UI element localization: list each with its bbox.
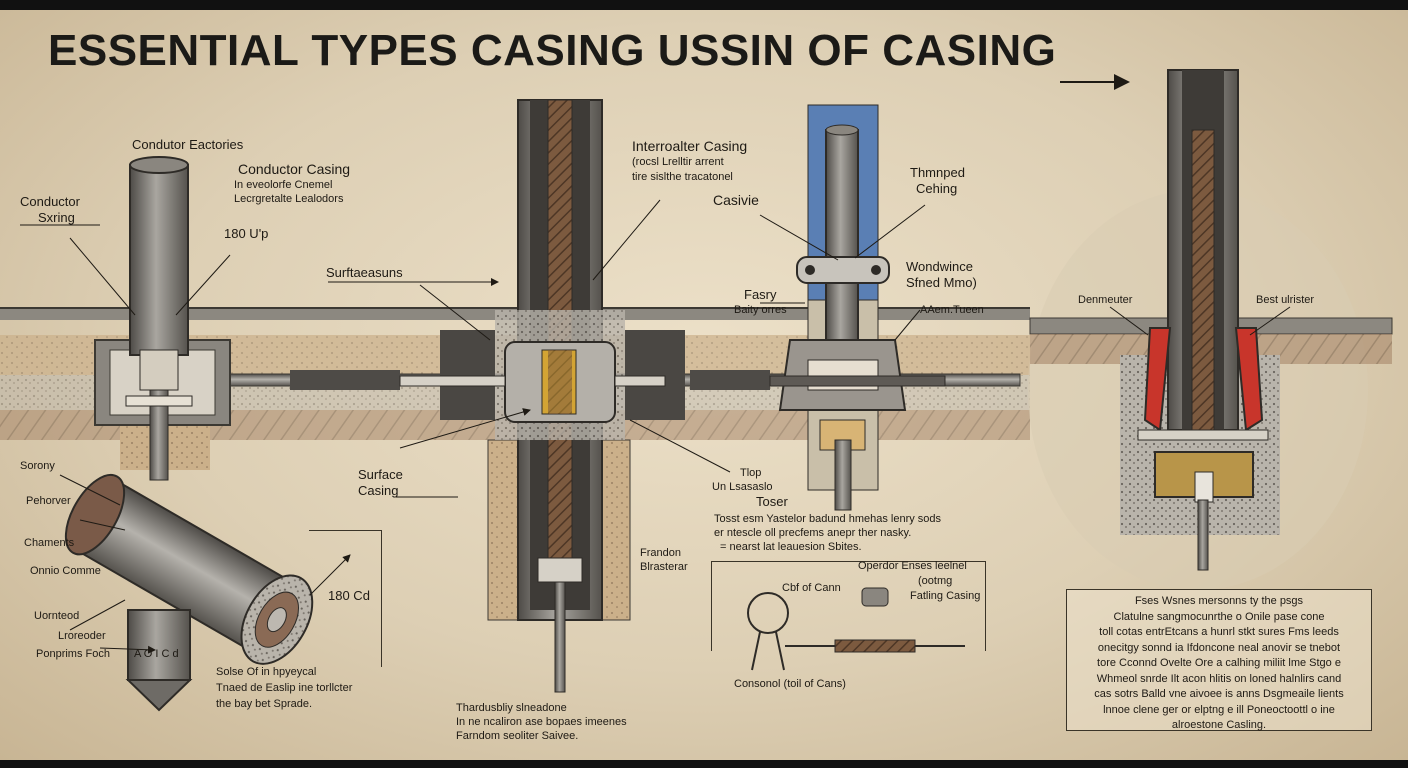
label-aoicd: A O I C d bbox=[134, 648, 179, 660]
label-cbf-of-cann: Cbf of Cann bbox=[782, 582, 841, 594]
label-conductor-casing-sub1: In eveolorfe Cnemel bbox=[234, 179, 333, 191]
label-fasry-1: Fasry bbox=[744, 287, 777, 302]
label-frandon-2: Blrasterar bbox=[640, 561, 688, 573]
label-surface-casing-2: Casing bbox=[358, 483, 399, 498]
note-line: onecitgy sonnd ia Ifdoncone neal anovir … bbox=[1097, 641, 1341, 654]
note-line: Clatulne sangmocunrthe o Onile pase cone bbox=[1113, 610, 1325, 623]
label-chaments: Chaments bbox=[24, 537, 75, 549]
label-solse-3: the bay bet Sprade. bbox=[216, 698, 313, 710]
label-operdor-2: (ootmg bbox=[918, 575, 953, 587]
label-intermediate-casing: Interroalter Casing bbox=[632, 138, 748, 154]
label-frandon-1: Frandon bbox=[640, 547, 681, 559]
note-line: cas sotrs Balld vne aivoee is anns Dsgme… bbox=[1094, 688, 1344, 700]
label-up-180: 180 U'p bbox=[224, 226, 269, 241]
page-title: ESSENTIAL TYPES CASING USSIN OF CASING bbox=[48, 26, 1057, 75]
inset-frame-left bbox=[309, 530, 382, 667]
note-line: alroestone Casling. bbox=[1171, 719, 1267, 731]
note-line: Whmeol snrde Ilt acon hlitis on loned ha… bbox=[1096, 672, 1342, 685]
label-surftaeasuns: Surftaeasuns bbox=[326, 265, 403, 280]
label-ponprims-foch: Ponprims Foch bbox=[36, 648, 110, 660]
note-line: lnnoe clene ger or elptng e ill Poneocto… bbox=[1103, 703, 1335, 716]
label-180-cd: 180 Cd bbox=[328, 588, 370, 603]
label-uornteod: Uornteod bbox=[34, 610, 80, 622]
label-conductor-string-1: Conductor bbox=[20, 194, 80, 209]
label-toser: Toser bbox=[756, 494, 788, 509]
label-conductor-eactories: Condutor Eactories bbox=[132, 137, 244, 152]
inset-frame-tools bbox=[711, 561, 986, 651]
label-fasry-2: Baity orres bbox=[734, 304, 787, 316]
label-thardusbliy-2: In ne ncaliron ase bopaes imeenes bbox=[456, 716, 627, 728]
label-denmeuter: Denmeuter bbox=[1078, 294, 1133, 306]
label-toser-desc-1: Tosst esm Yastelor badund hmehas lenry s… bbox=[714, 513, 942, 525]
label-conductor-string-2: Sxring bbox=[38, 210, 75, 225]
label-wondwince-2: Sfned Mmo) bbox=[906, 275, 977, 290]
note-line: tore Cconnd Ovelte Ore a calhing miliit … bbox=[1097, 657, 1341, 669]
label-lroreoder: Lroreoder bbox=[58, 630, 106, 642]
label-casivie: Casivie bbox=[713, 192, 759, 208]
label-tlop-1: Tlop bbox=[740, 467, 762, 479]
diagram-canvas: ESSENTIAL TYPES CASING USSIN OF CASING C… bbox=[0, 10, 1408, 760]
label-onnio-comme: Onnio Comme bbox=[30, 565, 101, 577]
casing-illustration bbox=[0, 69, 1393, 712]
label-operdor-1: Operdor Enses leelnel bbox=[858, 560, 967, 572]
label-toser-desc-2: er ntescle oll precfems anepr ther nasky… bbox=[714, 527, 912, 539]
label-intermediate-sub1: (rocsl Lrelltir arrent bbox=[632, 156, 724, 168]
label-intermediate-sub2: tire sislthe tracatonel bbox=[632, 171, 733, 183]
label-aaem-tueen: AAem.Tueen bbox=[920, 304, 984, 316]
label-thmnped-2: Cehing bbox=[916, 181, 958, 196]
label-solse-1: Solse Of in hpyeycal bbox=[216, 666, 317, 678]
label-thardusbliy-3: Farndom seoliter Saivee. bbox=[456, 730, 579, 742]
label-consonol: Consonol (toil of Cans) bbox=[734, 678, 846, 690]
label-tlop-2: Un Lsasaslo bbox=[712, 481, 773, 493]
label-toser-desc-3: = nearst lat leauesion Sbites. bbox=[720, 541, 862, 553]
label-surface-casing-1: Surface bbox=[358, 467, 403, 482]
label-thmnped-1: Thmnped bbox=[910, 165, 965, 180]
label-conductor-casing: Conductor Casing bbox=[238, 161, 351, 177]
label-wondwince-1: Wondwince bbox=[906, 259, 973, 274]
label-pehorver: Pehorver bbox=[26, 495, 71, 507]
label-operdor-3: Fatling Casing bbox=[910, 590, 981, 602]
label-sorony: Sorony bbox=[20, 460, 55, 472]
label-best-ulrister: Best ulrister bbox=[1256, 294, 1315, 306]
label-solse-2: Tnaed de Easlip ine torllcter bbox=[216, 682, 353, 694]
label-conductor-casing-sub2: Lecrgretalte Lealodors bbox=[234, 193, 344, 205]
note-line: toll cotas entrEtcans a hunrl stkt sures… bbox=[1099, 626, 1339, 638]
description-note-box: Fses Wsnes mersonns ty the psgs Clatulne… bbox=[1066, 589, 1372, 731]
note-line: Fses Wsnes mersonns ty the psgs bbox=[1134, 595, 1304, 607]
label-thardusbliy-1: Thardusbliy slneadone bbox=[456, 702, 567, 714]
